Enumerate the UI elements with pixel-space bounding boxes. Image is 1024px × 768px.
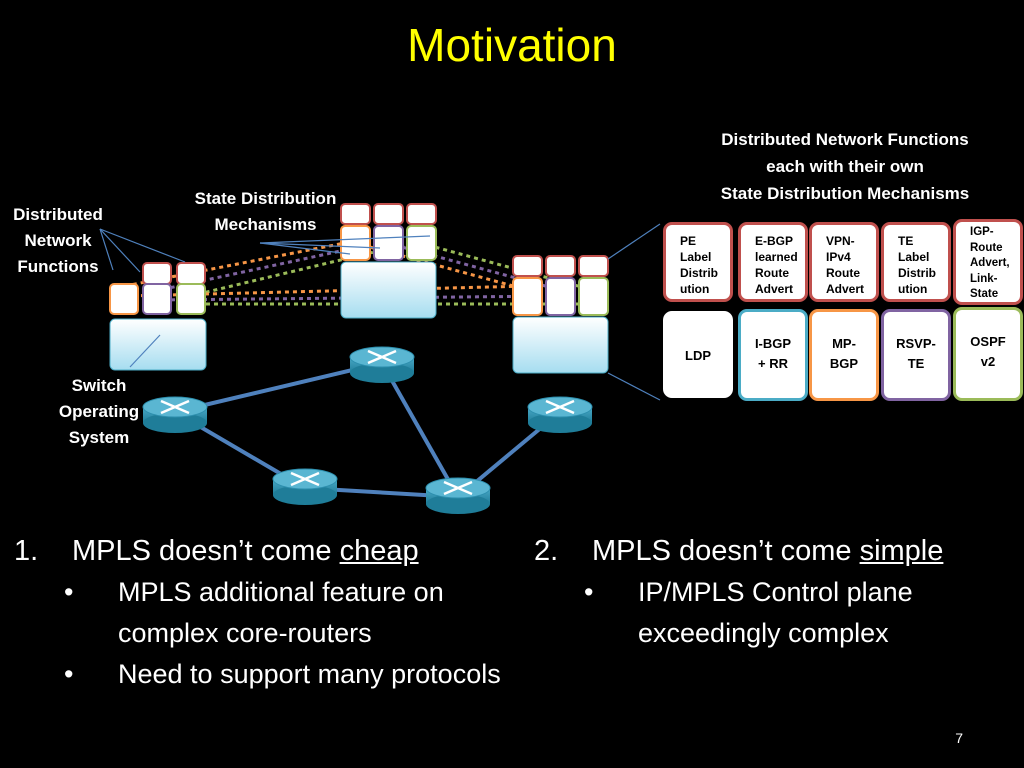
distributed-network-functions-label: Distributed Network Functions [13, 205, 103, 276]
switch-right [512, 255, 609, 374]
function-box-te-label: TE Label Distrib ution [881, 222, 951, 302]
page-number: 7 [955, 730, 963, 746]
protocol-box-mpbgp: MP- BGP [809, 309, 879, 401]
protocol-box-ospf: OSPF v2 [953, 307, 1023, 401]
point-cheap: 1.MPLS doesn’t come cheap • MPLS additio… [14, 531, 514, 695]
function-box-pe-label: PE Label Distrib ution [663, 222, 733, 302]
state-distribution-label: State Distribution Mechanisms [194, 189, 337, 234]
distributed-functions-heading: Distributed Network Functions each with … [720, 130, 970, 203]
pointer-lines [99, 223, 661, 401]
router-icon [425, 477, 491, 514]
router-icon [272, 468, 338, 505]
function-box-vpn-ipv4: VPN- IPv4 Route Advert [809, 222, 879, 302]
network-links [173, 361, 562, 499]
list-item: • MPLS additional feature on complex cor… [64, 577, 444, 648]
protocol-box-ibgp: I-BGP + RR [738, 309, 808, 401]
slide-title: Motivation [407, 19, 617, 71]
switch-operating-system-label: Switch Operating System [58, 376, 140, 447]
router-icon [349, 346, 415, 383]
switch-middle [340, 203, 437, 319]
point-heading: 2.MPLS doesn’t come simple [534, 535, 944, 567]
router-icon [527, 396, 593, 433]
point-simple: 2.MPLS doesn’t come simple • IP/MPLS Con… [534, 531, 1022, 654]
point-heading: 1.MPLS doesn’t come cheap [14, 535, 419, 567]
function-box-igp: IGP- Route Advert, Link- State [953, 219, 1023, 305]
list-item: • Need to support many protocols [64, 659, 501, 689]
router-icon [142, 396, 208, 433]
protocol-box-rsvp-te: RSVP- TE [881, 309, 951, 401]
function-box-ebgp: E-BGP learned Route Advert [738, 222, 808, 302]
switch-left [109, 262, 207, 371]
list-item: • IP/MPLS Control plane exceedingly comp… [584, 577, 913, 648]
protocol-box-ldp: LDP [663, 311, 733, 398]
